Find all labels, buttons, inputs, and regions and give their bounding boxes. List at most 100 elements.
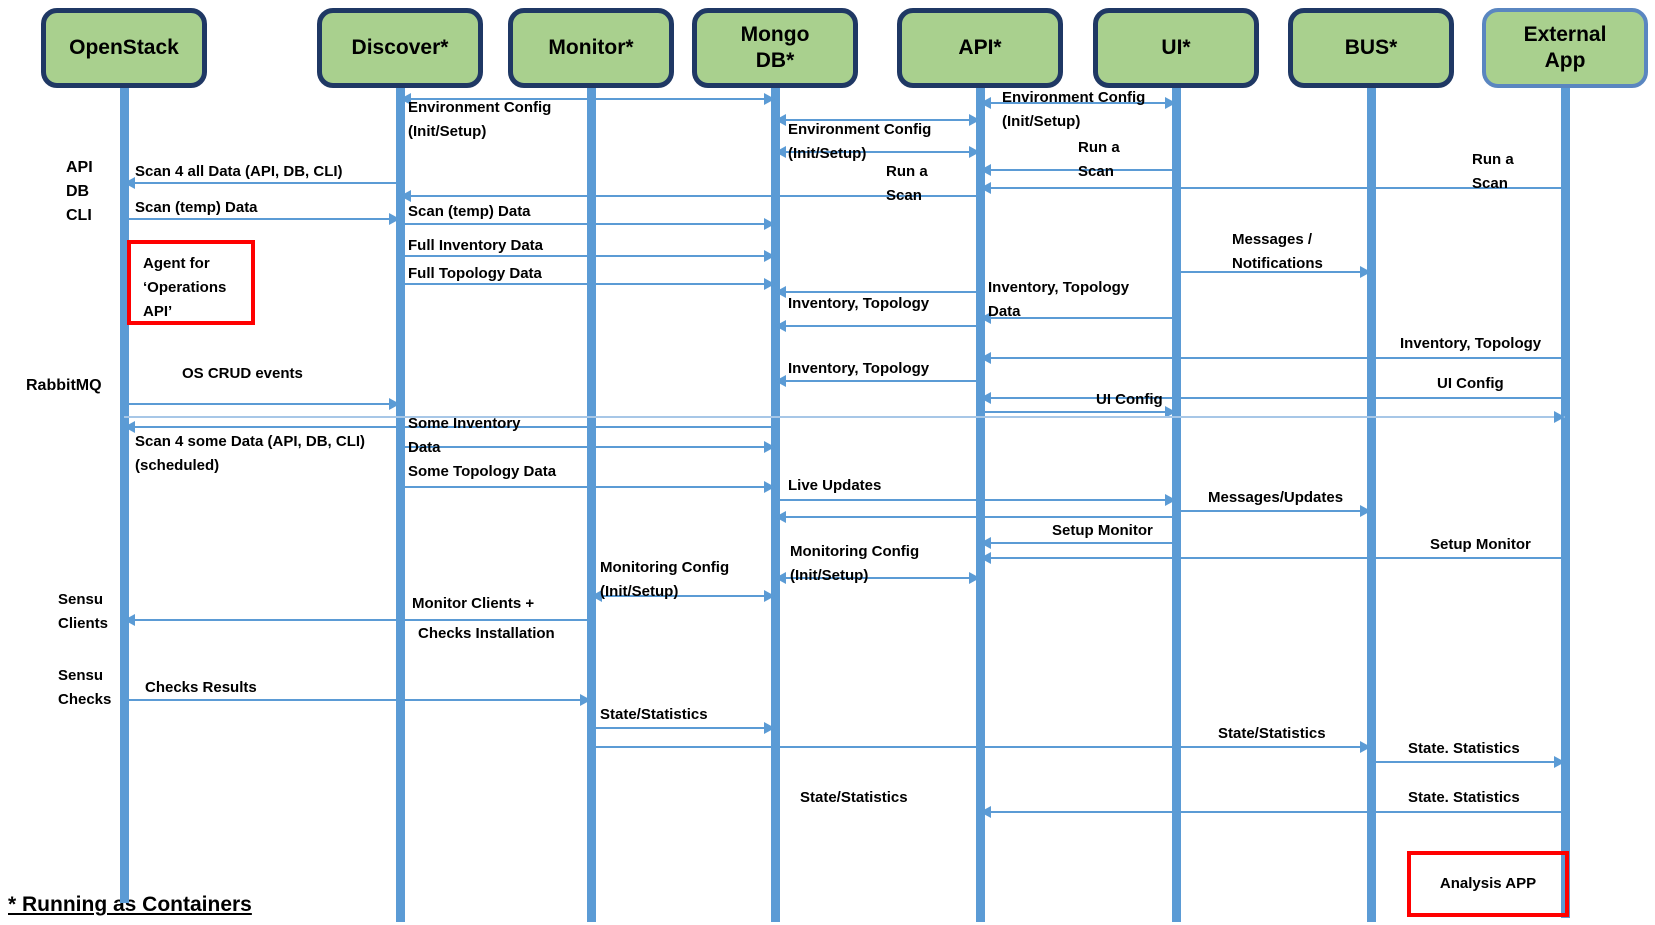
arrowhead [764, 481, 775, 493]
message-label: Scan (temp) Data [408, 203, 531, 220]
arrowhead [980, 392, 991, 404]
arrowhead [591, 590, 602, 602]
diagram-label: Environment Config(Init/Setup) [788, 121, 932, 162]
footnote-running-as-containers: * Running as Containers [8, 893, 252, 916]
actor-label-discover: Discover* [351, 36, 449, 59]
message-arrow-discover-mongodb [400, 98, 775, 100]
message-arrow-monitor-openstack [124, 619, 591, 621]
message-arrow-ui-bus [1176, 271, 1371, 273]
message-arrow-ui-api [980, 542, 1176, 544]
message-arrow-openstack-monitor [124, 699, 591, 701]
arrowhead [1165, 97, 1176, 109]
message-arrow-ui-api [980, 169, 1176, 171]
message-arrow-mongodb-api [775, 151, 980, 153]
actor-label-openstack: OpenStack [69, 36, 179, 59]
diagram-label: Inventory, Topology [788, 360, 930, 377]
arrowhead [980, 164, 991, 176]
arrowhead [764, 278, 775, 290]
message-label: Setup Monitor [1430, 536, 1531, 553]
arrowhead [764, 590, 775, 602]
arrowhead [400, 93, 411, 105]
message-label: Scan 4 all Data (API, DB, CLI) [135, 163, 343, 180]
message-label: State. Statistics [1408, 740, 1520, 757]
actor-openstack: OpenStack [41, 8, 207, 88]
message-arrow-external-api [980, 357, 1565, 359]
message-arrow-mongodb-ui [775, 499, 1176, 501]
actor-discover: Discover* [317, 8, 483, 88]
message-label: State/Statistics [600, 706, 708, 723]
actor-api: API* [897, 8, 1063, 88]
actor-label-ui: UI* [1161, 36, 1191, 59]
message-label: UI Config [1437, 375, 1504, 392]
message-arrow-discover-mongodb [400, 486, 775, 488]
arrowhead [389, 398, 400, 410]
message-label: Messages/Updates [1208, 489, 1344, 506]
message-label: Scan (temp) Data [135, 199, 258, 216]
message-arrow-discover-mongodb [400, 283, 775, 285]
message-label: Full Topology Data [408, 265, 542, 282]
message-label: Monitoring Config(Init/Setup) [790, 543, 920, 584]
annotation-box-analysis-app: Analysis APP [1407, 851, 1569, 917]
arrowhead [775, 146, 786, 158]
arrowhead [1360, 741, 1371, 753]
message-arrow-discover-mongodb [400, 223, 775, 225]
message-arrow-mongodb-openstack [124, 426, 775, 428]
lifeline-external [1560, 88, 1570, 918]
arrowhead [969, 146, 980, 158]
message-label: OS CRUD events [182, 365, 303, 382]
arrowhead [775, 511, 786, 523]
message-arrow-mongodb-api [775, 577, 980, 579]
arrowhead [980, 352, 991, 364]
message-arrow-openstack-discover [124, 218, 400, 220]
diagram-label: UI Config [1096, 391, 1163, 408]
arrowhead [389, 213, 400, 225]
actor-label-monitor: Monitor* [548, 36, 634, 59]
arrowhead [400, 190, 411, 202]
message-arrow-monitor-bus [591, 746, 1371, 748]
message-label: Inventory, Topology [1400, 335, 1542, 352]
arrowhead [124, 614, 135, 626]
annotation-box-agent-operations-api: Agent for‘Operations API’ [127, 240, 255, 325]
message-label: Checks Results [145, 679, 257, 696]
arrowhead [764, 722, 775, 734]
message-label: Live Updates [788, 477, 882, 494]
message-arrow-api-discover [400, 195, 980, 197]
arrowhead [980, 552, 991, 564]
message-arrow-external-api [980, 187, 1565, 189]
message-arrow-api-mongodb [775, 291, 980, 293]
message-arrow-openstack-discover [124, 403, 400, 405]
message-arrow-mongodb-api [775, 119, 980, 121]
actor-label-api: API* [958, 36, 1002, 59]
message-arrow-discover-openstack [124, 182, 400, 184]
diagram-label: Scan 4 some Data (API, DB, CLI)(schedule… [135, 433, 366, 474]
message-label: Some Topology Data [408, 463, 557, 480]
diagram-label: Checks Installation [418, 625, 555, 642]
arrowhead [764, 93, 775, 105]
arrowhead [775, 572, 786, 584]
diagram-label: Monitor Clients + [412, 595, 535, 612]
message-arrow-discover-mongodb [400, 446, 775, 448]
message-arrow-external-api [980, 557, 1565, 559]
actor-bus: BUS* [1288, 8, 1454, 88]
arrowhead [1165, 494, 1176, 506]
message-arrow-bus-external [1371, 761, 1565, 763]
arrowhead [980, 806, 991, 818]
message-arrow-ui-api [980, 317, 1176, 319]
arrowhead [764, 441, 775, 453]
message-arrow-monitor-mongodb [591, 727, 775, 729]
lifeline-openstack [119, 88, 129, 903]
lifeline-monitor [586, 88, 596, 922]
arrowhead [980, 312, 991, 324]
arrowhead [764, 218, 775, 230]
